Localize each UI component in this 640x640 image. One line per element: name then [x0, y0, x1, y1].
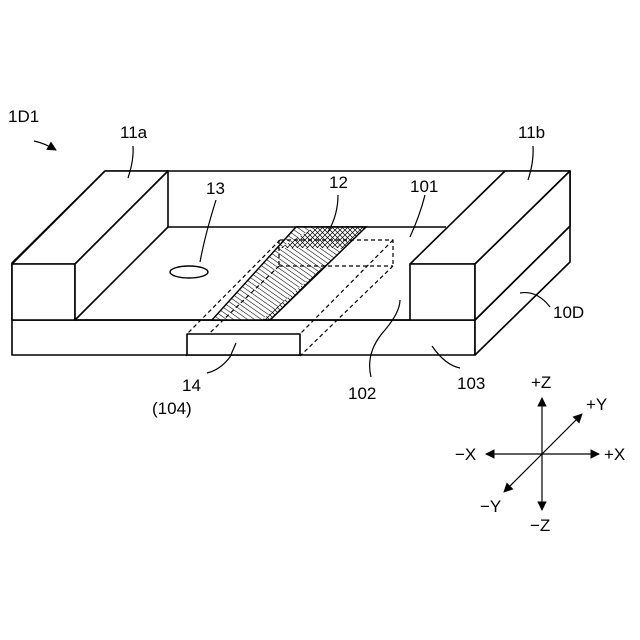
label-11a: 11a: [120, 123, 148, 142]
axis-indicator: [486, 398, 599, 510]
label-12: 12: [329, 173, 348, 192]
figure-label: 1D1: [8, 107, 39, 126]
label-11b: 11b: [518, 123, 545, 142]
label-103: 103: [457, 374, 485, 393]
label-102: 102: [348, 384, 376, 403]
mark-13: [170, 266, 208, 278]
axis-minus-z: −Z: [530, 516, 550, 535]
label-14: 14: [182, 376, 201, 395]
label-101: 101: [410, 177, 438, 196]
terminal-14: [187, 334, 300, 355]
label-10D: 10D: [553, 303, 584, 322]
axis-minus-y: −Y: [480, 497, 501, 516]
axis-plus-z: +Z: [531, 373, 551, 392]
label-13: 13: [206, 179, 225, 198]
axis-plus-x: +X: [604, 445, 625, 464]
label-104: (104): [152, 399, 192, 418]
axis-minus-x: −X: [455, 445, 476, 464]
axis-plus-y: +Y: [586, 395, 607, 414]
